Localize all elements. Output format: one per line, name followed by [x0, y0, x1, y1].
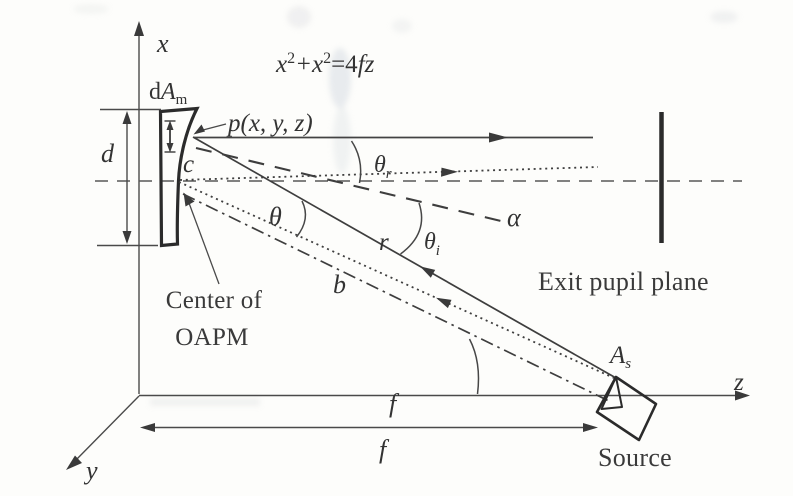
x-axis-label: x — [156, 29, 169, 58]
source: As Source — [595, 342, 672, 472]
p-label-leader-line — [202, 123, 227, 131]
center-caption-line1: Center of — [166, 287, 263, 314]
b-label: b — [333, 270, 346, 299]
x-axis-arrowhead-icon — [134, 21, 144, 36]
incident-dotted-arrowhead-icon — [436, 297, 452, 309]
smudge-blob — [392, 19, 412, 33]
theta-arc — [295, 200, 307, 238]
y-axis-arrowhead-icon — [66, 455, 82, 470]
angle-marks: θr θ θi — [269, 140, 480, 395]
theta-i-arc — [400, 202, 423, 255]
d-dimension-arrow-up-icon — [122, 111, 132, 124]
reflected-ray-arrowhead-icon — [489, 132, 508, 143]
incident-ray-dotted — [178, 181, 615, 379]
d-dimension-arrow-down-icon — [122, 231, 132, 244]
smudge-blob — [287, 6, 311, 28]
smudge-blob — [333, 106, 351, 174]
reflected-ray-dotted — [179, 166, 599, 181]
scan-artifacts — [73, 4, 738, 406]
focal-length-dimensions: f f — [140, 389, 598, 464]
mirror-outline — [158, 106, 200, 248]
oapm-mirror: dAm p(x, y, z) c d Center of OAPM — [97, 79, 313, 351]
z-axis-label: z — [733, 369, 744, 396]
f-dimension-arrow-left-icon — [140, 423, 155, 432]
source-body — [595, 375, 658, 442]
line-alpha-dashed — [195, 146, 504, 223]
mirror-center-label: c — [183, 151, 194, 178]
source-facet — [600, 376, 623, 410]
f-dimension-arrow-right-icon — [583, 423, 598, 432]
f-lower-label: f — [379, 435, 390, 464]
mirror-area-element-label: dAm — [149, 79, 188, 108]
mirror-diameter-label: d — [101, 139, 115, 168]
theta-r-arc — [350, 140, 362, 184]
line-b-dashdot — [182, 193, 612, 403]
incident-ray-r — [192, 136, 617, 379]
source-angle-arc — [468, 338, 480, 395]
y-axis-label: y — [83, 456, 98, 485]
source-label: Source — [598, 443, 672, 472]
r-label: r — [379, 229, 389, 256]
exit-pupil-plane-label: Exit pupil plane — [538, 267, 709, 296]
reflected-dotted-arrowhead-icon — [441, 167, 458, 177]
incident-ray-r-arrowhead-icon — [420, 266, 436, 278]
smudge-blob — [73, 4, 109, 14]
smudge-blob — [710, 11, 738, 23]
theta-i-label: θi — [424, 229, 440, 259]
parabola-equation: x2+x2=4fz — [275, 50, 375, 78]
p-label-arrowhead-icon — [193, 124, 205, 135]
rays: r b α — [178, 132, 617, 403]
area-element-arrow-down-icon — [166, 143, 174, 153]
theta-label: θ — [269, 202, 282, 231]
theta-r-label: θr — [374, 152, 392, 182]
center-caption-line2: OAPM — [175, 324, 248, 351]
f-upper-label: f — [389, 389, 400, 418]
p-point-label: p(x, y, z) — [226, 110, 313, 137]
coordinate-axes: x y z — [66, 21, 750, 485]
smudge-streak — [150, 398, 260, 406]
exit-pupil-plane: Exit pupil plane — [538, 112, 709, 296]
source-area-label: As — [608, 342, 631, 372]
y-axis-line — [73, 395, 140, 463]
smudge-blob — [329, 48, 351, 108]
center-caption-pointer-line — [188, 202, 220, 285]
area-element-arrow-up-icon — [166, 120, 174, 130]
alpha-label: α — [507, 203, 522, 232]
z-axis-arrowhead-icon — [735, 390, 750, 401]
